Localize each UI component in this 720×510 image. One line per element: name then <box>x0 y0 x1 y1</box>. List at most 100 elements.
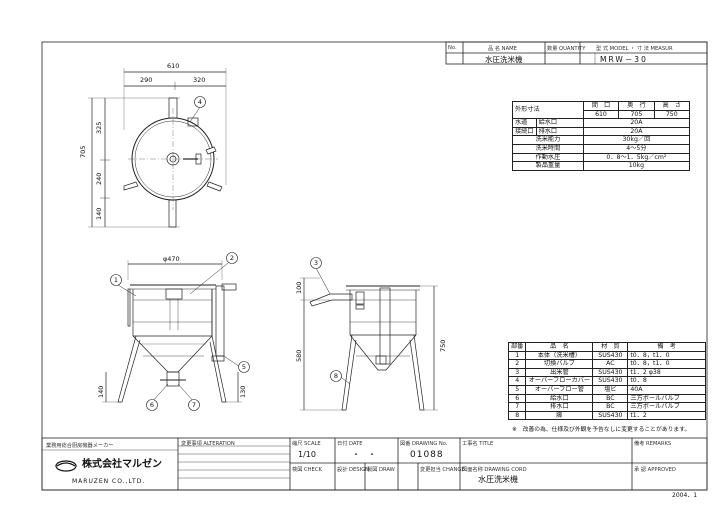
company-logo-text: 株式会社マルゼン <box>82 459 162 470</box>
part-name: 給水口 <box>525 393 594 404</box>
spec-row-value: 4～5分 <box>582 143 691 154</box>
drawing-cord-label: 図面名称 DRAWING CORD <box>462 467 527 473</box>
dim-width-right: 320 <box>193 76 206 84</box>
spec-row-label: 洗米能力 <box>512 135 584 145</box>
part-material: SUS430 <box>592 376 629 386</box>
spec-col-depth: 奥 行 <box>618 101 655 111</box>
part-material: 塩ビ <box>592 384 629 395</box>
part-note: 三方ボールバルブ <box>627 393 706 404</box>
design-label: 設計 DESIGN <box>337 467 370 473</box>
part-note: t0．8，t1．0 <box>627 359 706 369</box>
callout-1: 1 <box>113 276 119 284</box>
part-note: t1．2 φ38 <box>627 367 706 378</box>
part-no: 6 <box>507 393 527 404</box>
spec-col-height: 高 さ <box>653 101 691 111</box>
spec-row-label: 作動水圧 <box>512 152 584 163</box>
table-row: 2 切換バルブ AC t0．8，t1．0 <box>507 359 706 369</box>
dim-width-total: 610 <box>167 62 180 70</box>
dim-diameter: φ470 <box>163 255 180 263</box>
dim-side-750: 750 <box>439 339 447 352</box>
dim-width-left: 290 <box>140 76 153 84</box>
spec-row-label: 製品重量 <box>512 161 584 171</box>
change-label: 変更担当 CHANGE <box>420 467 465 473</box>
table-row: 7 排水口 BC 三方ボールバルブ <box>507 402 706 412</box>
header-product-name: 水圧洗米機 <box>485 55 523 64</box>
front-view <box>102 260 242 403</box>
header-model-label: 型 式 MODEL ・ 寸 法 MEASUR <box>596 46 673 52</box>
footer-date: 2004．1 <box>672 492 698 499</box>
spec-row-value: 30kg／回 <box>582 135 691 145</box>
part-name: オーバーフローカバー <box>525 376 594 386</box>
part-material: SUS430 <box>592 367 629 378</box>
part-no: 1 <box>507 350 527 361</box>
part-note: t0．8 <box>627 376 706 386</box>
callout-7: 7 <box>191 401 197 409</box>
spec-outer-width: 610 <box>582 109 620 120</box>
part-no: 8 <box>507 410 527 421</box>
table-row: 1 本体（洗米槽） SUS430 t0．8，t1．0 <box>507 350 706 361</box>
spec-row-value: 10kg <box>582 161 691 171</box>
part-name: 切換バルブ <box>525 359 594 369</box>
callout-2: 2 <box>229 254 235 262</box>
part-material: BC <box>592 402 629 412</box>
drawing-no: 01088 <box>410 450 444 460</box>
part-no: 3 <box>507 367 527 378</box>
spec-group: 接続口 <box>512 126 537 137</box>
callout-circles <box>110 96 342 411</box>
spec-row-label: 排水口 <box>535 126 584 137</box>
spec-group: 水道 <box>512 118 537 128</box>
dim-front-140: 140 <box>97 385 105 398</box>
drawing-no-label: 図番 DRAWING No. <box>400 441 448 447</box>
parts-header-no: 部番 <box>507 342 527 352</box>
maruzen-logo-mark <box>55 460 77 472</box>
dim-height-mid: 240 <box>95 172 103 185</box>
part-no: 7 <box>507 402 527 412</box>
callout-6: 6 <box>149 401 155 409</box>
dim-height-top: 325 <box>95 121 103 134</box>
spec-row-label: 洗米時間 <box>512 143 584 154</box>
part-material: BC <box>592 393 629 404</box>
callout-5: 5 <box>241 363 247 371</box>
dim-front-130: 130 <box>239 385 247 398</box>
dim-height-total: 705 <box>79 145 87 158</box>
part-no: 5 <box>507 384 527 395</box>
table-row: 3 出米管 SUS430 t1．2 φ38 <box>507 367 706 378</box>
header-qty-label: 数量 QUANTITY <box>547 46 586 52</box>
table-row: 5 オーバーフロー管 塩ビ 40A <box>507 384 706 395</box>
header-no-label: No. <box>448 45 457 51</box>
spec-outer-label: 外形寸法 <box>512 100 584 120</box>
alteration-label: 変更事項 ALTERATION <box>181 441 235 447</box>
table-row: 4 オーバーフローカバー SUS430 t0．8 <box>507 376 706 386</box>
callout-8: 8 <box>333 372 339 380</box>
part-name: 本体（洗米槽） <box>525 350 594 361</box>
dim-side-100: 100 <box>295 281 303 294</box>
spec-table: 外形寸法 間 口 奥 行 高 さ 610 705 750 水道 給水口 20A … <box>512 100 691 171</box>
scale-value: 1/10 <box>298 450 316 459</box>
part-note: t1．2 <box>627 410 706 421</box>
part-name: 出米管 <box>525 367 594 378</box>
drawing-name: 水圧洗米機 <box>478 475 518 484</box>
part-material: AC <box>592 359 629 369</box>
part-material: SUS430 <box>592 410 629 421</box>
spec-row-value: 0．8～1．5kg／cm² <box>582 152 691 163</box>
header-name-label: 品 名 NAME <box>488 46 517 52</box>
approved-label: 承 認 APPROVED <box>634 467 676 473</box>
parts-header-name: 品 名 <box>525 342 594 352</box>
spec-col-width: 間 口 <box>582 101 620 111</box>
parts-note: ※ 改善の為、仕様及び外観を予告なしに変更することがあります。 <box>512 427 691 433</box>
part-no: 4 <box>507 376 527 386</box>
top-view <box>88 68 227 228</box>
spec-row-value: 20A <box>582 118 691 128</box>
part-note: 40A <box>627 384 706 395</box>
parts-header-note: 備 考 <box>627 342 706 352</box>
spec-outer-depth: 705 <box>618 109 655 120</box>
dim-side-580: 580 <box>295 349 303 362</box>
table-row: 8 脚 SUS430 t1．2 <box>507 410 706 421</box>
part-no: 2 <box>507 359 527 369</box>
part-material: SUS430 <box>592 350 629 361</box>
draw-label: 製図 DRAW <box>367 467 395 473</box>
part-name: 排水口 <box>525 402 594 412</box>
header-model: MRW－30 <box>600 55 648 64</box>
scale-label: 縮尺 SCALE <box>292 441 321 447</box>
